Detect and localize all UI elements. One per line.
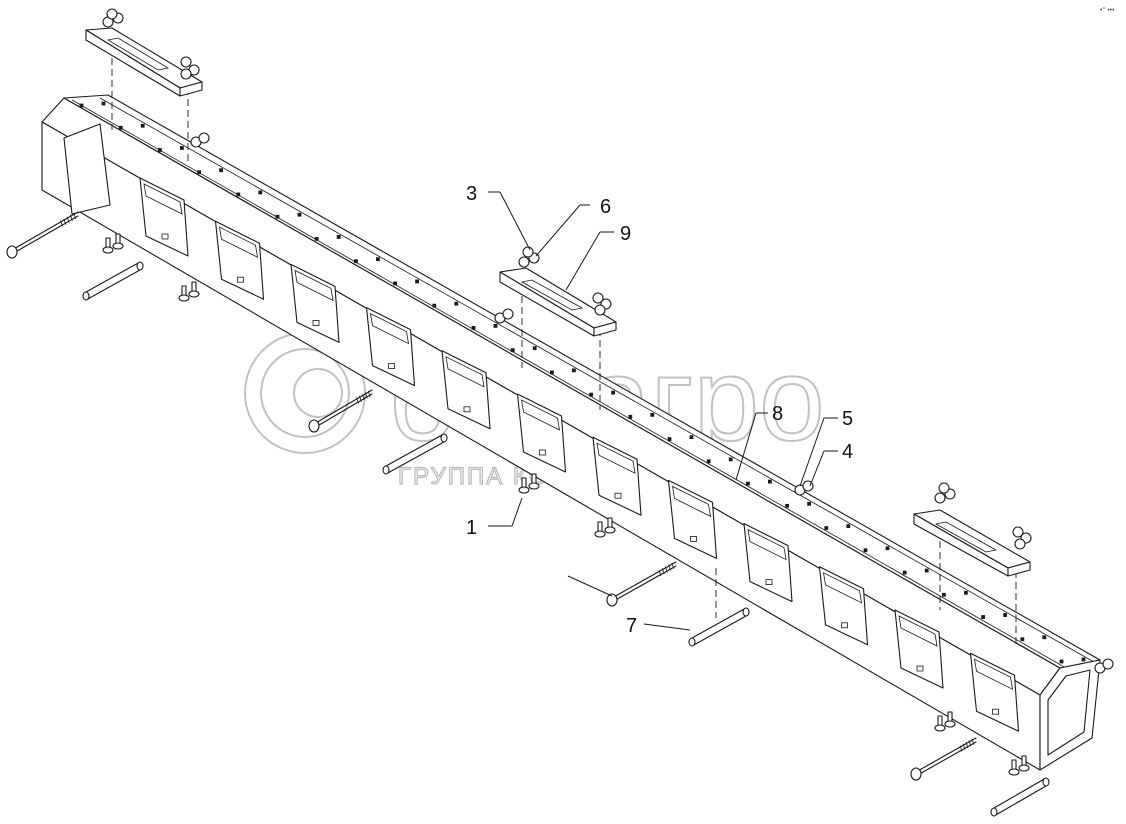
pins: [82, 261, 1050, 817]
beam-window: [743, 523, 793, 603]
long-bolt: [910, 737, 977, 781]
callout-4: 4: [842, 441, 853, 463]
beam-window: [214, 220, 265, 300]
corner-mark: •° •••: [1100, 6, 1115, 14]
pin-rod: [82, 261, 144, 301]
clamp-bracket-middle: [499, 246, 617, 337]
bolt-pair: [178, 281, 200, 302]
callout-9: 9: [620, 223, 631, 245]
long-bolt: [6, 211, 79, 259]
clamp-bracket-top-left: [85, 8, 203, 97]
bolt-pair: [594, 517, 616, 538]
bolt-pair: [102, 233, 124, 254]
bolt-pair: [934, 711, 956, 732]
bolt-pair: [1008, 755, 1030, 776]
nuts-washers: [190, 132, 1114, 674]
beam-window: [516, 393, 567, 473]
beam-window: [139, 177, 189, 257]
beam-window: [290, 263, 340, 343]
callout-7: 7: [626, 615, 637, 637]
beam-window: [592, 436, 642, 516]
pin-rod: [382, 433, 448, 475]
pin-rod: [688, 607, 750, 647]
beam-window: [894, 609, 944, 689]
callout-1: 1: [466, 517, 477, 539]
beam-window: [667, 479, 718, 559]
long-bolts: [6, 211, 977, 781]
clamp-bracket-right: [913, 482, 1032, 577]
pin-rod: [990, 777, 1050, 817]
beam-window: [969, 652, 1020, 732]
callout-5: 5: [842, 408, 853, 430]
callout-6: 6: [600, 196, 611, 218]
assembly-lines: [111, 58, 1017, 648]
callout-3: 3: [466, 183, 477, 205]
long-bolt: [606, 561, 677, 607]
beam-window: [818, 566, 869, 646]
bolt-pair: [518, 473, 540, 494]
long-bolt: [308, 389, 373, 433]
bottom-bolts: [102, 233, 1030, 776]
beam-windows: [139, 177, 1020, 732]
beam-window: [365, 307, 416, 387]
callout-leaders: [488, 191, 838, 631]
callout-8: 8: [772, 403, 783, 425]
callout-labels: 1 3 4 5 6 7 8 9: [466, 183, 853, 637]
beam-window: [441, 350, 491, 430]
